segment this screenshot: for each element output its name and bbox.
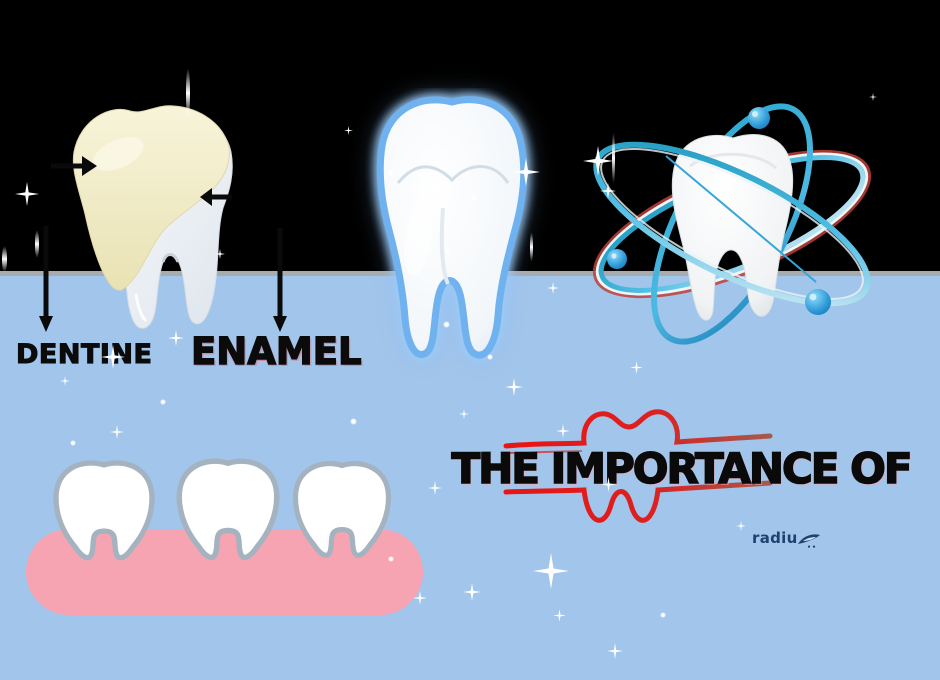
sparkle-dot-icon	[350, 418, 357, 425]
dentine-label-arrow-icon	[39, 226, 53, 332]
sparkle-icon	[344, 126, 353, 135]
sparkle-streak-icon	[530, 232, 533, 262]
sparkle-icon	[869, 93, 877, 101]
brand-name: radiu	[752, 529, 798, 547]
sparkle-streak-icon	[612, 132, 615, 184]
enamel-pointer-arrow-icon	[200, 188, 232, 206]
dentine-label: DENTINE	[15, 338, 153, 370]
atom-tooth-illustration	[592, 103, 872, 345]
sparkle-icon	[60, 376, 70, 386]
sparkle-dot-icon	[660, 612, 666, 618]
brand-logo: radiu	[752, 529, 821, 548]
swoosh-icon	[797, 534, 820, 548]
sparkle-dot-icon	[70, 440, 76, 446]
red-tooth-outline-logo	[503, 409, 773, 523]
sparkle-dot-icon	[160, 399, 166, 405]
protected-tooth-illustration	[373, 93, 531, 362]
sparkle-icon	[215, 249, 225, 259]
sparkle-dot-icon	[470, 194, 477, 201]
sparkle-dot-icon	[388, 170, 394, 176]
enamel-label: ENAMEL	[190, 329, 362, 373]
enamel-label-arrow-icon	[273, 228, 287, 332]
cartoon-tooth-icon	[163, 450, 293, 574]
cartoon-tooth-icon	[40, 452, 168, 574]
dentine-enamel-tooth-illustration	[72, 105, 233, 329]
sparkle-dot-icon	[445, 248, 451, 254]
sparkle-streak-icon	[2, 246, 7, 272]
sparkle-icon	[459, 409, 469, 419]
sparkle-dot-icon	[388, 556, 394, 562]
cartoon-tooth-icon	[280, 451, 404, 573]
sparkle-icon	[736, 521, 746, 531]
page-title: THE IMPORTANCE OF	[451, 443, 914, 494]
sparkle-dot-icon	[443, 321, 450, 328]
sparkle-dot-icon	[487, 354, 493, 360]
sparkle-streak-icon	[186, 68, 190, 118]
dentine-pointer-arrow-icon	[51, 156, 97, 176]
sparkle-streak-icon	[35, 230, 39, 258]
